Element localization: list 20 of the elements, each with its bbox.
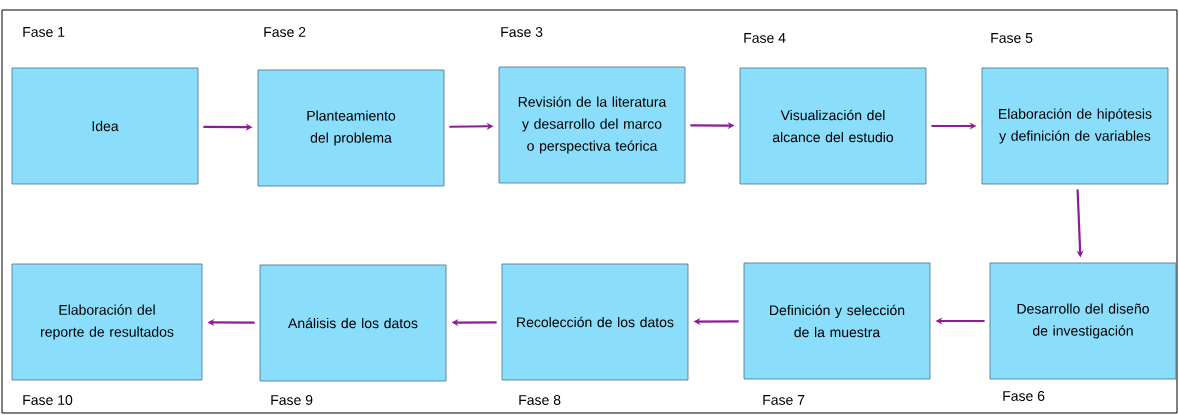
phase-label: Fase 1 xyxy=(23,27,65,37)
phase-label: Fase 10 xyxy=(23,395,73,405)
phase-label: Fase 5 xyxy=(991,33,1033,43)
process-box: Definición y selección de la muestra xyxy=(743,262,931,380)
phase-label: Fase 8 xyxy=(519,395,561,405)
phase-label: Fase 6 xyxy=(1003,391,1045,401)
process-box: Recolección de los datos xyxy=(501,263,689,381)
process-box: Revisión de la literatura y desarrollo del marco o perspectiva teórica xyxy=(498,66,686,184)
process-box: Desarrollo del diseño de investigación xyxy=(989,262,1177,380)
phase-label: Fase 2 xyxy=(264,27,306,37)
phase-label: Fase 4 xyxy=(744,33,786,43)
process-box: Elaboración de hipótesis y definición de variables xyxy=(981,67,1169,185)
phase-label: Fase 9 xyxy=(271,395,313,405)
phase-label: Fase 3 xyxy=(501,27,543,37)
process-box: Idea xyxy=(11,67,199,185)
process-box: Planteamiento del problema xyxy=(257,69,445,187)
process-box: Visualización del alcance del estudio xyxy=(739,67,927,185)
phase-label: Fase 7 xyxy=(763,395,805,405)
process-box: Análisis de los datos xyxy=(259,264,447,382)
process-box: Elaboración del reporte de resultados xyxy=(11,263,203,381)
